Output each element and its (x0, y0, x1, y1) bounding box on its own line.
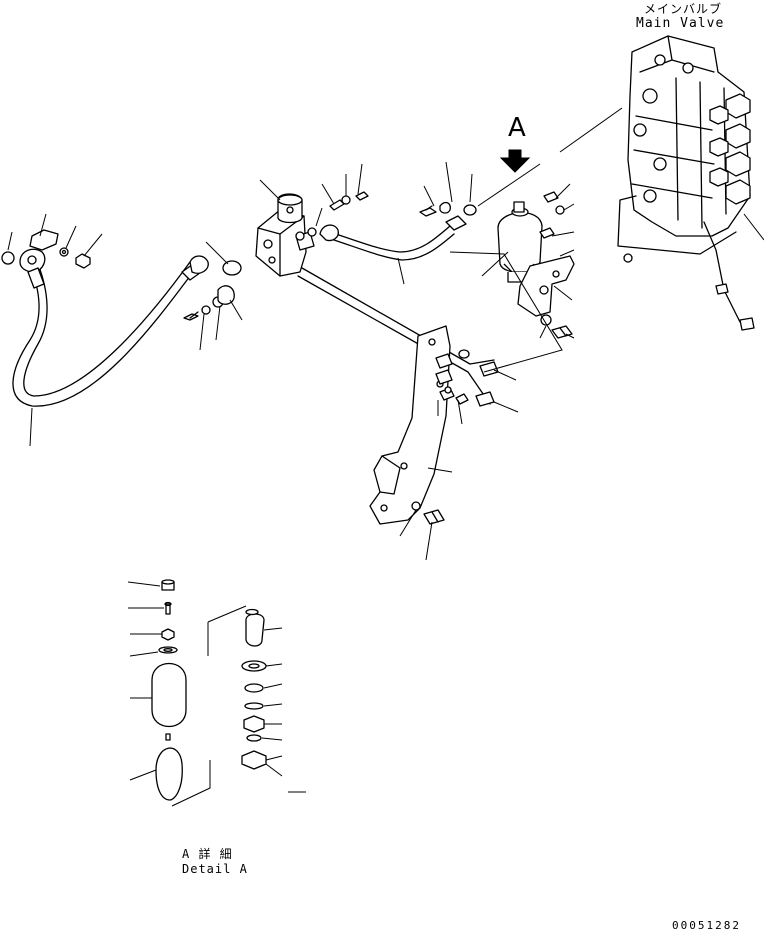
view-arrow-a (499, 149, 531, 173)
hose-end-parts (1, 229, 91, 269)
mounting-plate (369, 325, 499, 525)
clamp-set-left (183, 285, 235, 321)
clamp-set-upper (329, 191, 477, 217)
plug (222, 260, 242, 276)
detail-a-label-en: Detail A (182, 862, 248, 876)
drawing-number: 00051282 (672, 919, 741, 932)
detail-a-parts (151, 579, 267, 807)
leader-lines (7, 107, 764, 793)
main-valve (617, 35, 755, 331)
valve-spool-caps (709, 93, 751, 205)
view-arrow-label: A (508, 113, 526, 143)
detail-a-label-jp: A 詳 細 (182, 847, 233, 861)
pipe (297, 267, 495, 405)
hose-short (295, 215, 467, 261)
main-valve-label-jp: メインバルブ (644, 2, 723, 16)
center-valve-block (255, 193, 315, 277)
main-valve-label-en: Main Valve (636, 16, 725, 31)
hose-long (12, 248, 209, 407)
accumulator-bolts (539, 191, 573, 339)
